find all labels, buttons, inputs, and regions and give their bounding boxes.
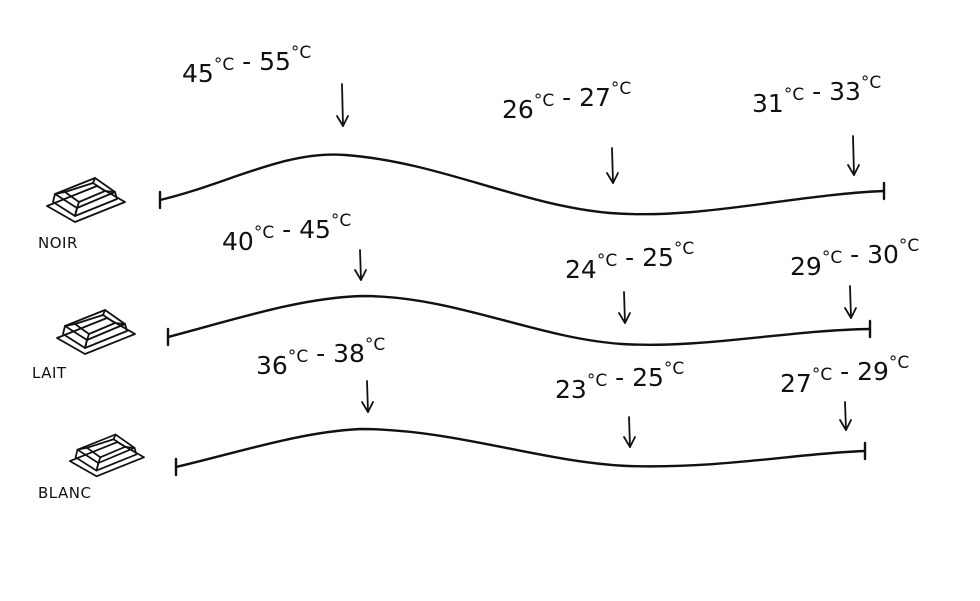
temperature-range-label: 36°C - 38°C (256, 335, 385, 380)
temperature-value: 45 (299, 215, 331, 244)
unit-label: °C (534, 91, 554, 111)
temperature-value: 23 (555, 375, 587, 404)
unit-label: °C (889, 353, 909, 373)
temperature-curve (158, 153, 886, 216)
unit-label: °C (822, 248, 842, 268)
temperature-value: 25 (642, 243, 674, 272)
temperature-value: 31 (752, 89, 784, 118)
unit-label: °C (899, 236, 919, 256)
unit-label: °C (587, 371, 607, 391)
chocolate-type-label: BLANC (38, 484, 91, 502)
chocolate-bar-icon (56, 309, 136, 355)
temperature-range-label: 24°C - 25°C (565, 239, 694, 284)
temperature-value: 26 (502, 95, 534, 124)
unit-label: °C (288, 347, 308, 367)
temperature-range-label: 23°C - 25°C (555, 359, 684, 404)
unit-label: °C (597, 251, 617, 271)
down-arrow-icon (618, 291, 631, 324)
temperature-value: 24 (565, 255, 597, 284)
unit-label: °C (214, 55, 234, 75)
unit-label: °C (664, 359, 684, 379)
temperature-value: 55 (259, 47, 291, 76)
chocolate-bar-icon (69, 433, 145, 478)
down-arrow-icon (844, 285, 857, 319)
down-arrow-icon (839, 401, 852, 431)
unit-label: °C (812, 365, 832, 385)
temperature-range-label: 40°C - 45°C (222, 211, 351, 256)
down-arrow-icon (623, 416, 636, 448)
row-noir: NOIR 45°C - 55°C 26°C - 27°C 31°C - 33°C (38, 43, 886, 252)
temperature-range-label: 29°C - 30°C (790, 236, 919, 281)
unit-label: °C (365, 335, 385, 355)
temperature-curve (166, 294, 872, 347)
row-lait: LAIT 40°C - 45°C 24°C - 25°C 29°C - 30°C (32, 211, 919, 382)
down-arrow-icon (354, 249, 367, 281)
down-arrow-icon (361, 380, 374, 413)
chocolate-type-label: NOIR (38, 234, 78, 252)
chocolate-bar-icon (46, 177, 126, 223)
unit-label: °C (331, 211, 351, 231)
unit-label: °C (861, 73, 881, 93)
temperature-value: 25 (632, 363, 664, 392)
unit-label: °C (291, 43, 311, 63)
unit-label: °C (784, 85, 804, 105)
unit-label: °C (254, 223, 274, 243)
temperature-curve (174, 427, 867, 469)
temperature-value: 29 (790, 252, 822, 281)
temperature-range-label: 45°C - 55°C (182, 43, 311, 88)
row-blanc: BLANC 36°C - 38°C 23°C - 25°C 27°C - 29°C (38, 335, 909, 502)
temperature-range-label: 27°C - 29°C (780, 353, 909, 398)
temperature-value: 33 (829, 77, 861, 106)
temperature-value: 27 (579, 83, 611, 112)
down-arrow-icon (847, 135, 860, 176)
temperature-value: 38 (333, 339, 365, 368)
temperature-value: 30 (867, 240, 899, 269)
temperature-range-label: 26°C - 27°C (502, 79, 631, 124)
temperature-value: 36 (256, 351, 288, 380)
temperature-range-label: 31°C - 33°C (752, 73, 881, 118)
down-arrow-icon (606, 147, 619, 184)
temperature-value: 40 (222, 227, 254, 256)
temperature-value: 45 (182, 59, 214, 88)
unit-label: °C (674, 239, 694, 259)
temperature-value: 29 (857, 357, 889, 386)
unit-label: °C (611, 79, 631, 99)
chocolate-type-label: LAIT (32, 364, 67, 382)
temperature-value: 27 (780, 369, 812, 398)
down-arrow-icon (336, 83, 349, 127)
